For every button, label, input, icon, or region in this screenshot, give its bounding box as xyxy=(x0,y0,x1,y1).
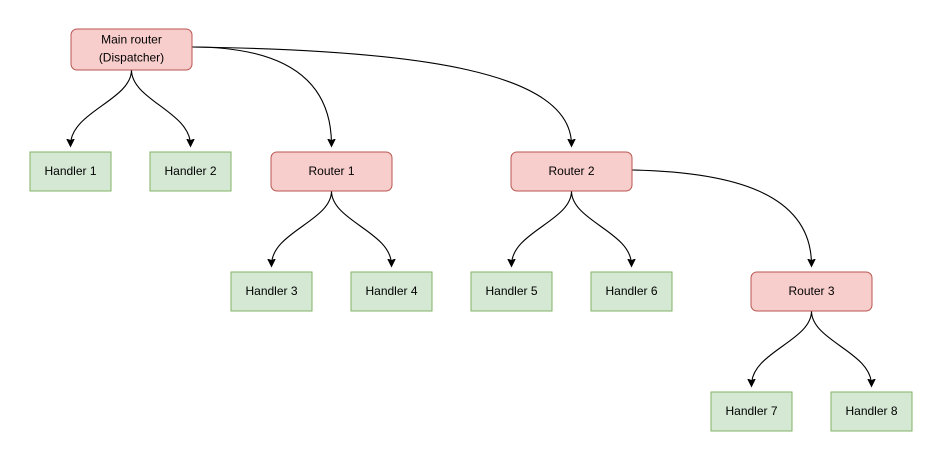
node-shape-router-3[interactable] xyxy=(750,271,873,312)
edge-main-to-router-2 xyxy=(191,46,572,145)
node-shape-handler-5[interactable] xyxy=(470,271,553,312)
node-handler-1[interactable]: Handler 1 xyxy=(29,151,112,192)
node-handler-4[interactable]: Handler 4 xyxy=(350,271,433,312)
node-shape-handler-7[interactable] xyxy=(710,391,793,432)
edge-router-2-to-handler-5 xyxy=(512,190,573,265)
node-main-router[interactable]: Main router(Dispatcher) xyxy=(70,28,193,71)
node-shape-handler-2[interactable] xyxy=(149,151,232,192)
node-shape-handler-1[interactable] xyxy=(29,151,112,192)
node-handler-3[interactable]: Handler 3 xyxy=(230,271,313,312)
edge-router-2-to-router-3 xyxy=(631,169,812,265)
node-shape-handler-3[interactable] xyxy=(230,271,313,312)
node-shape-handler-4[interactable] xyxy=(350,271,433,312)
edge-router-3-to-handler-8 xyxy=(810,310,872,385)
node-shape-router-1[interactable] xyxy=(270,151,393,192)
edge-main-to-handler-2 xyxy=(130,69,191,145)
node-shape-handler-6[interactable] xyxy=(590,271,673,312)
node-router-3[interactable]: Router 3 xyxy=(750,271,873,312)
node-shape-handler-8[interactable] xyxy=(830,391,913,432)
nodes-layer: Main router(Dispatcher) Handler 1 Handler … xyxy=(29,28,913,432)
node-router-2[interactable]: Router 2 xyxy=(510,151,633,192)
node-handler-7[interactable]: Handler 7 xyxy=(710,391,793,432)
node-handler-6[interactable]: Handler 6 xyxy=(590,271,673,312)
node-handler-2[interactable]: Handler 2 xyxy=(149,151,232,192)
edge-main-to-router-1 xyxy=(191,46,332,145)
node-router-1[interactable]: Router 1 xyxy=(270,151,393,192)
edge-router-1-to-handler-3 xyxy=(272,190,333,265)
edge-router-3-to-handler-7 xyxy=(752,310,813,385)
node-shape-main-router[interactable] xyxy=(70,28,193,71)
edge-router-2-to-handler-6 xyxy=(570,190,632,265)
node-handler-5[interactable]: Handler 5 xyxy=(470,271,553,312)
node-shape-router-2[interactable] xyxy=(510,151,633,192)
edges-layer xyxy=(71,46,872,385)
node-handler-8[interactable]: Handler 8 xyxy=(830,391,913,432)
edge-router-1-to-handler-4 xyxy=(330,190,392,265)
edge-main-to-handler-1 xyxy=(71,69,133,145)
